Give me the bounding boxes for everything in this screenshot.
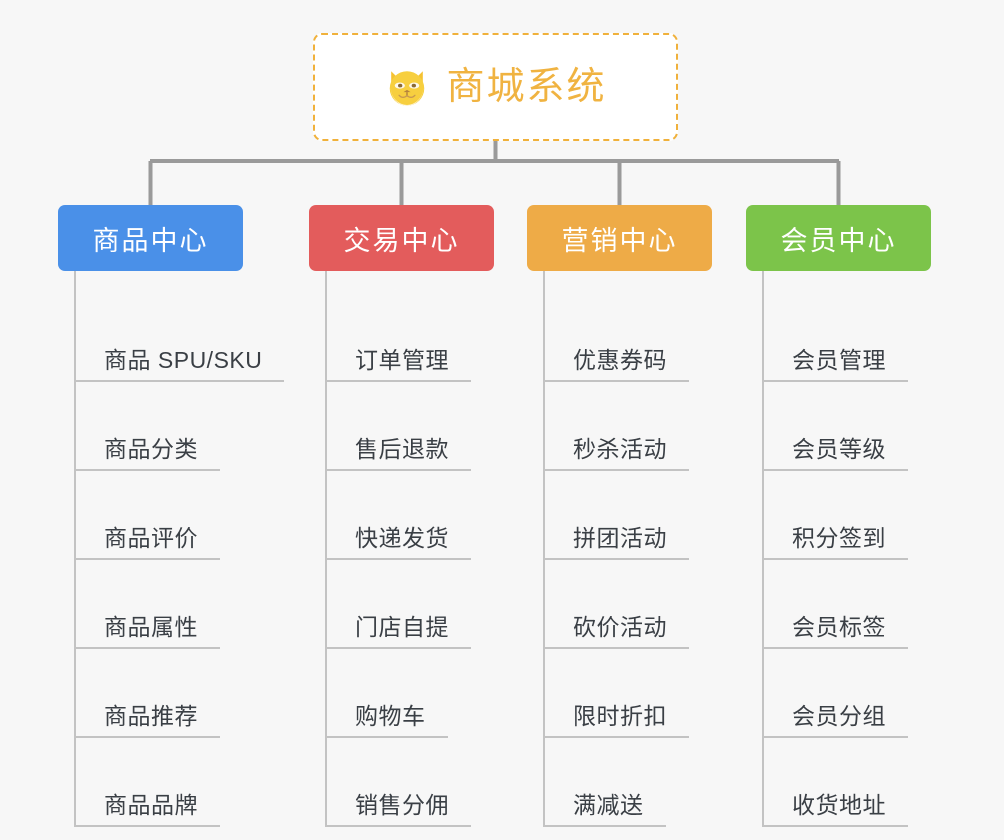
root-title: 商城系统 bbox=[446, 66, 607, 108]
leaf-item[interactable]: 会员标签 bbox=[746, 560, 931, 649]
leaf-item[interactable]: 商品品牌 bbox=[58, 738, 284, 827]
leaf-item-label: 商品品牌 bbox=[74, 792, 220, 827]
leaf-item-label: 会员分组 bbox=[762, 703, 908, 738]
branch-column-1: 交易中心 订单管理售后退款快递发货门店自提购物车销售分佣 bbox=[309, 205, 494, 827]
trunk-line-0 bbox=[74, 271, 76, 827]
leaf-item-label: 拼团活动 bbox=[543, 525, 689, 560]
branch-header-2[interactable]: 营销中心 bbox=[527, 205, 712, 271]
leaf-item[interactable]: 购物车 bbox=[309, 649, 494, 738]
leaf-item-label: 会员管理 bbox=[762, 347, 908, 382]
branch-column-0: 商品中心 商品 SPU/SKU 商品分类商品评价商品属性商品推荐商品品牌 bbox=[58, 205, 285, 827]
leaf-list-0: 商品 SPU/SKU 商品分类商品评价商品属性商品推荐商品品牌 bbox=[58, 271, 285, 827]
leaf-item-label: 会员等级 bbox=[762, 436, 908, 471]
leaf-item[interactable]: 门店自提 bbox=[309, 560, 494, 649]
branch-header-3[interactable]: 会员中心 bbox=[746, 205, 931, 271]
leaf-item-label: 满减送 bbox=[543, 792, 666, 827]
leaf-item-label: 商品评价 bbox=[74, 525, 220, 560]
leaf-item[interactable]: 优惠券码 bbox=[527, 293, 712, 382]
leaf-item[interactable]: 商品分类 bbox=[58, 382, 284, 471]
leaf-item[interactable]: 销售分佣 bbox=[309, 738, 494, 827]
leaf-list-3: 会员管理会员等级积分签到会员标签会员分组收货地址 bbox=[746, 271, 931, 827]
trunk-line-1 bbox=[325, 271, 327, 827]
branch-header-0[interactable]: 商品中心 bbox=[58, 205, 243, 271]
leaf-item-label: 商品 SPU/SKU bbox=[74, 347, 285, 382]
leaf-item[interactable]: 收货地址 bbox=[746, 738, 931, 827]
leaf-item[interactable]: 商品推荐 bbox=[58, 649, 284, 738]
shiba-dog-face-icon bbox=[390, 71, 425, 108]
leaf-item[interactable]: 砍价活动 bbox=[527, 560, 712, 649]
leaf-item[interactable]: 拼团活动 bbox=[527, 471, 712, 560]
branch-column-3: 会员中心 会员管理会员等级积分签到会员标签会员分组收货地址 bbox=[746, 205, 931, 827]
leaf-item-label: 会员标签 bbox=[762, 614, 908, 649]
leaf-item-label: 优惠券码 bbox=[543, 347, 689, 382]
branch-header-1[interactable]: 交易中心 bbox=[309, 205, 494, 271]
leaf-item[interactable]: 售后退款 bbox=[309, 382, 494, 471]
leaf-item-label: 销售分佣 bbox=[325, 792, 471, 827]
leaf-item[interactable]: 商品评价 bbox=[58, 471, 284, 560]
leaf-item[interactable]: 积分签到 bbox=[746, 471, 931, 560]
leaf-item-label: 限时折扣 bbox=[543, 703, 689, 738]
leaf-item[interactable]: 会员分组 bbox=[746, 649, 931, 738]
leaf-item[interactable]: 会员等级 bbox=[746, 382, 931, 471]
leaf-item[interactable]: 快递发货 bbox=[309, 471, 494, 560]
leaf-item[interactable]: 商品 SPU/SKU bbox=[58, 293, 285, 382]
leaf-item-label: 积分签到 bbox=[762, 525, 908, 560]
trunk-line-2 bbox=[543, 271, 545, 827]
leaf-item-label: 秒杀活动 bbox=[543, 436, 689, 471]
root-node[interactable]: 商城系统 bbox=[313, 33, 678, 141]
leaf-item-label: 商品推荐 bbox=[74, 703, 220, 738]
leaf-item-label: 快递发货 bbox=[325, 525, 471, 560]
leaf-item-label: 订单管理 bbox=[325, 347, 471, 382]
trunk-line-3 bbox=[762, 271, 764, 827]
leaf-item-label: 砍价活动 bbox=[543, 614, 689, 649]
leaf-item[interactable]: 会员管理 bbox=[746, 293, 931, 382]
leaf-item-label: 售后退款 bbox=[325, 436, 471, 471]
branch-column-2: 营销中心 优惠券码秒杀活动拼团活动砍价活动限时折扣满减送 bbox=[527, 205, 712, 827]
leaf-item-label: 门店自提 bbox=[325, 614, 471, 649]
leaf-item[interactable]: 秒杀活动 bbox=[527, 382, 712, 471]
leaf-item[interactable]: 满减送 bbox=[527, 738, 712, 827]
leaf-list-2: 优惠券码秒杀活动拼团活动砍价活动限时折扣满减送 bbox=[527, 271, 712, 827]
leaf-item[interactable]: 订单管理 bbox=[309, 293, 494, 382]
leaf-item[interactable]: 商品属性 bbox=[58, 560, 284, 649]
leaf-item-label: 商品分类 bbox=[74, 436, 220, 471]
leaf-item-label: 商品属性 bbox=[74, 614, 220, 649]
leaf-list-1: 订单管理售后退款快递发货门店自提购物车销售分佣 bbox=[309, 271, 494, 827]
leaf-item[interactable]: 限时折扣 bbox=[527, 649, 712, 738]
leaf-item-label: 收货地址 bbox=[762, 792, 908, 827]
leaf-item-label: 购物车 bbox=[325, 703, 448, 738]
